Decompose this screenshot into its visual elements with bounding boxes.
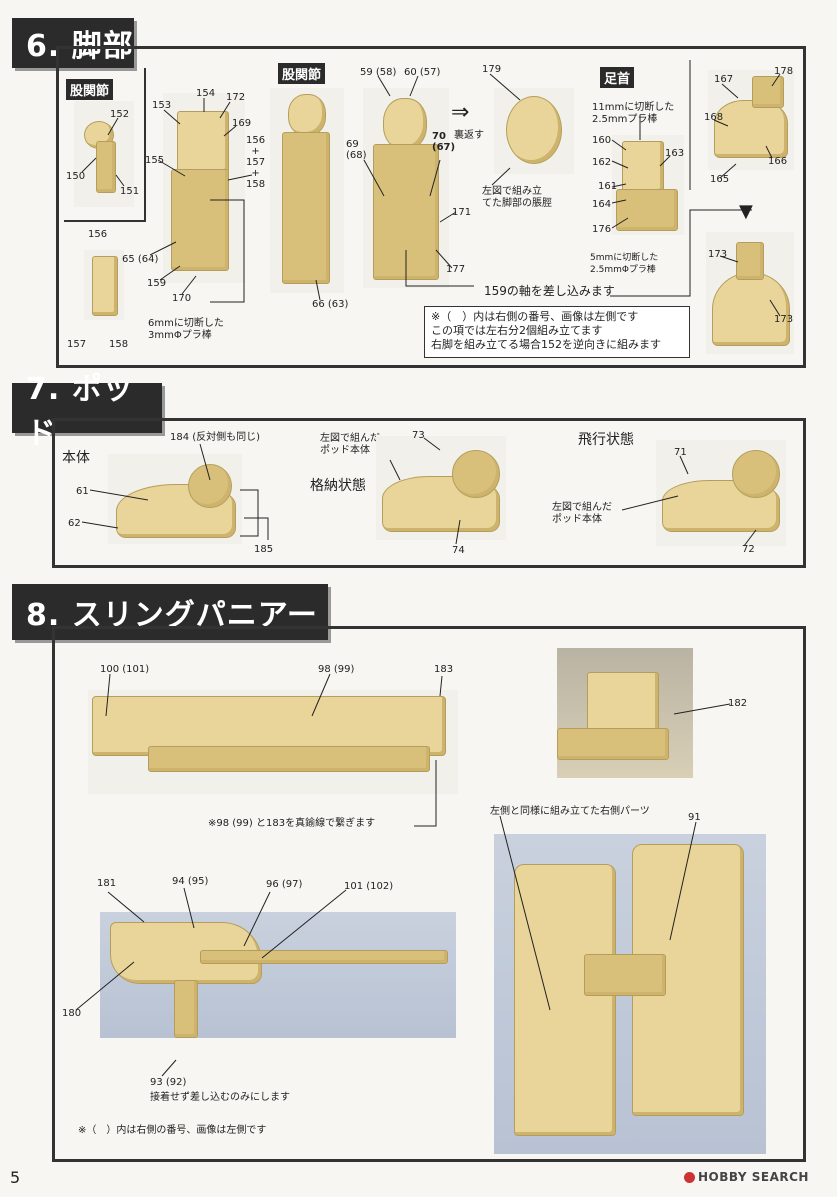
flip-text: 裏返す (454, 130, 484, 141)
stored-state-label: 格納状態 (310, 478, 366, 494)
pannier-closeup-photo (557, 648, 693, 778)
insert-only-note: 接着せず差し込むのみにします (150, 1092, 290, 1103)
label-165: 165 (710, 174, 730, 185)
label-181: 181 (97, 878, 117, 889)
label-157: 157 (67, 339, 87, 350)
hobby-search-logo: HOBBY SEARCH (684, 1170, 809, 1184)
label-73: 73 (412, 430, 425, 441)
section-8-footnote: ※（ ）内は右側の番号、画像は左側です (78, 1125, 267, 1136)
hip-joint-label-2: 股関節 (278, 63, 326, 84)
rod-6mm-note: 6mmに切断した 3mmΦプラ棒 (148, 318, 224, 341)
label-155: 155 (145, 155, 165, 166)
label-150: 150 (66, 171, 86, 182)
label-180: 180 (62, 1008, 82, 1019)
left-assembly-calf: 左図で組み立 てた脚部の脹脛 (482, 186, 552, 209)
label-72: 72 (742, 544, 755, 555)
pod-body-photo (108, 454, 242, 544)
label-62: 62 (68, 518, 81, 529)
brass-wire-note: ※98 (99) と183を真鍮線で繋ぎます (208, 818, 376, 829)
label-169: 169 (232, 118, 252, 129)
label-184: 184 (反対側も同じ) (170, 432, 261, 443)
label-101: 101 (102) (344, 881, 394, 892)
label-168: 168 (704, 112, 724, 123)
label-160: 160 (592, 135, 612, 146)
shaft-note: 159の軸を差し込みます (484, 284, 615, 298)
label-100: 100 (101) (100, 664, 150, 675)
label-156a: 156 (88, 229, 108, 240)
label-94: 94 (95) (172, 876, 209, 887)
label-179: 179 (482, 64, 502, 75)
label-167: 167 (714, 74, 734, 85)
down-arrow: ▼ (739, 201, 753, 222)
label-185: 185 (254, 544, 274, 555)
label-161: 161 (598, 181, 618, 192)
pannier-assembled-photo (494, 834, 766, 1154)
flight-pod-note: 左図で組んだ ポッド本体 (552, 502, 612, 525)
label-172: 172 (226, 92, 246, 103)
calf-photo (494, 88, 574, 174)
label-176: 176 (592, 224, 612, 235)
pannier-long-photo (88, 690, 458, 794)
label-153: 153 (152, 100, 172, 111)
label-59: 59 (58) (360, 67, 397, 78)
label-69: 69 (68) (346, 139, 367, 161)
label-173a: 173 (708, 249, 728, 260)
label-91: 91 (688, 812, 701, 823)
leg-side-photo (270, 88, 344, 293)
flight-state-label: 飛行状態 (578, 432, 634, 448)
pod-body-label: 本体 (62, 450, 90, 466)
label-183: 183 (434, 664, 454, 675)
rod-11mm-note: 11mmに切断した 2.5mmプラ棒 (592, 102, 675, 125)
label-93: 93 (92) (150, 1077, 187, 1088)
logo-text: HOBBY SEARCH (698, 1170, 809, 1184)
section-6-frame (56, 46, 806, 368)
pod-stored-photo (376, 436, 506, 540)
pannier-side-photo (100, 912, 456, 1038)
hip-joint-frame (64, 68, 146, 222)
label-182: 182 (728, 698, 748, 709)
label-60: 60 (57) (404, 67, 441, 78)
label-164: 164 (592, 199, 612, 210)
label-178: 178 (774, 66, 794, 77)
label-173b: 173 (774, 314, 794, 325)
label-154: 154 (196, 88, 216, 99)
label-162: 162 (592, 157, 612, 168)
page-number: 5 (10, 1168, 21, 1187)
label-70: 70 (67) (432, 131, 456, 153)
section-8-frame (52, 626, 806, 1162)
label-152: 152 (110, 109, 130, 120)
label-159: 159 (147, 278, 167, 289)
label-171: 171 (452, 207, 472, 218)
rod-5mm-note: 5mmに切断した 2.5mmΦプラ棒 (590, 253, 659, 275)
stored-pod-note: 左図で組んだ ポッド本体 (320, 433, 380, 456)
label-163: 163 (665, 148, 685, 159)
label-61: 61 (76, 486, 89, 497)
label-158: 158 (109, 339, 129, 350)
hip-joint-photo (74, 101, 134, 207)
label-156-157-158: 156 + 157 + 158 (246, 135, 266, 190)
label-170: 170 (172, 293, 192, 304)
label-177: 177 (446, 264, 466, 275)
logo-icon (684, 1172, 695, 1183)
label-71: 71 (674, 447, 687, 458)
hip-joint-label: 股関節 (66, 79, 114, 100)
section-7-frame (52, 418, 806, 568)
lower-leg-photo (363, 88, 449, 288)
flip-arrow: ⇒ (451, 100, 470, 125)
ankle-label: 足首 (600, 67, 635, 88)
section-6-note: ※（ ）内は右側の番号、画像は左側です この項では左右分2個組み立てます 右脚を… (424, 306, 690, 358)
label-74: 74 (452, 545, 465, 556)
pod-flight-photo (656, 440, 786, 546)
label-166: 166 (768, 156, 788, 167)
label-66: 66 (63) (312, 299, 349, 310)
label-98: 98 (99) (318, 664, 355, 675)
label-96: 96 (97) (266, 879, 303, 890)
label-65: 65 (64) (122, 254, 159, 265)
right-part-note: 左側と同様に組み立てた右側パーツ (490, 806, 650, 817)
section-7-title: 7. ポッド (12, 372, 162, 451)
hip-part-photo (84, 250, 124, 320)
label-151: 151 (120, 186, 140, 197)
